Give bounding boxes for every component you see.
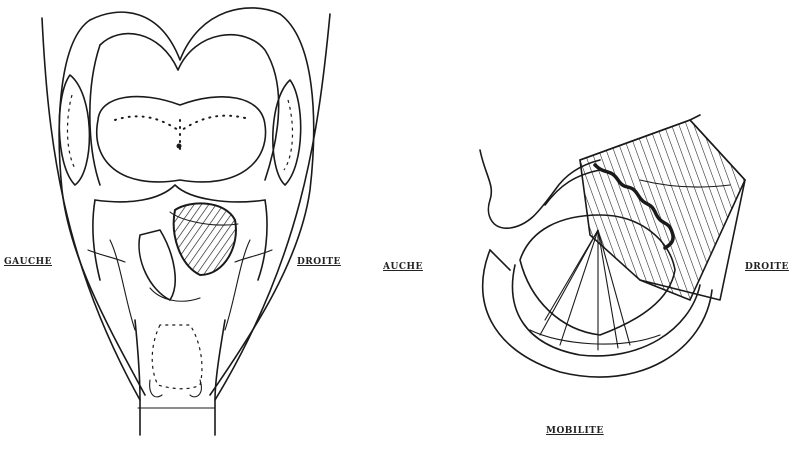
caption-mobilite: MOBILITE [546,426,604,436]
label-droite-left: DROITE [297,257,341,267]
laryngoscopic-view-diagram [480,115,745,377]
label-gauche-left: GAUCHE [4,257,52,267]
frontal-view-diagram [42,8,330,435]
label-gauche-right: AUCHE [383,262,423,272]
label-droite-right: DROITE [745,262,789,272]
